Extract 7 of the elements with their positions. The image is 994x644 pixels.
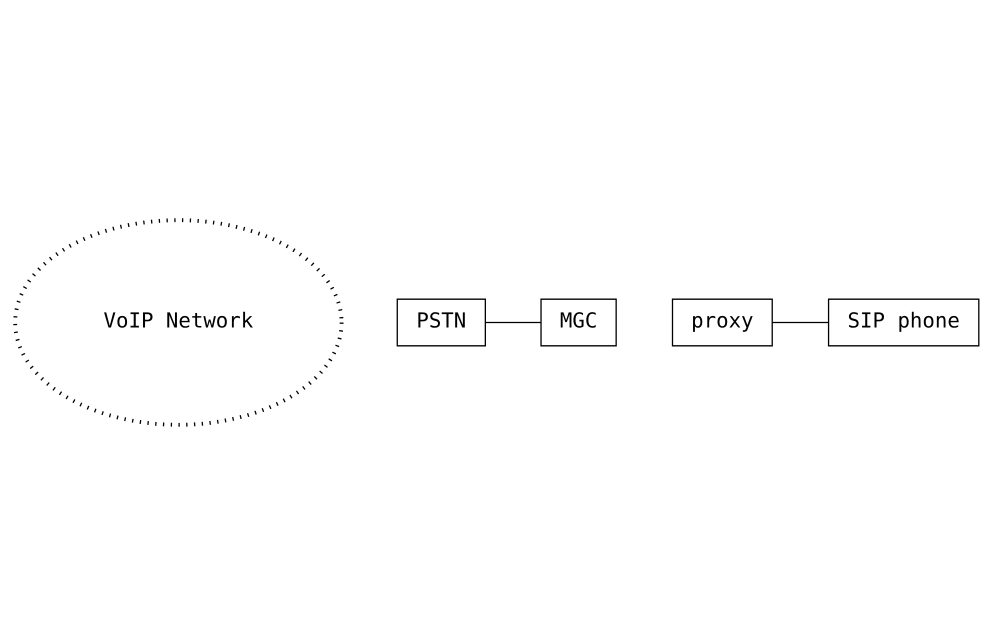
node-box: proxy xyxy=(672,298,773,346)
node-box: PSTN xyxy=(396,298,486,346)
connector xyxy=(486,321,541,323)
node-box: MGC xyxy=(540,298,617,346)
connector xyxy=(772,321,828,323)
node-ellipse: VoIP Network xyxy=(13,218,344,426)
node-box: SIP phone xyxy=(828,298,980,346)
